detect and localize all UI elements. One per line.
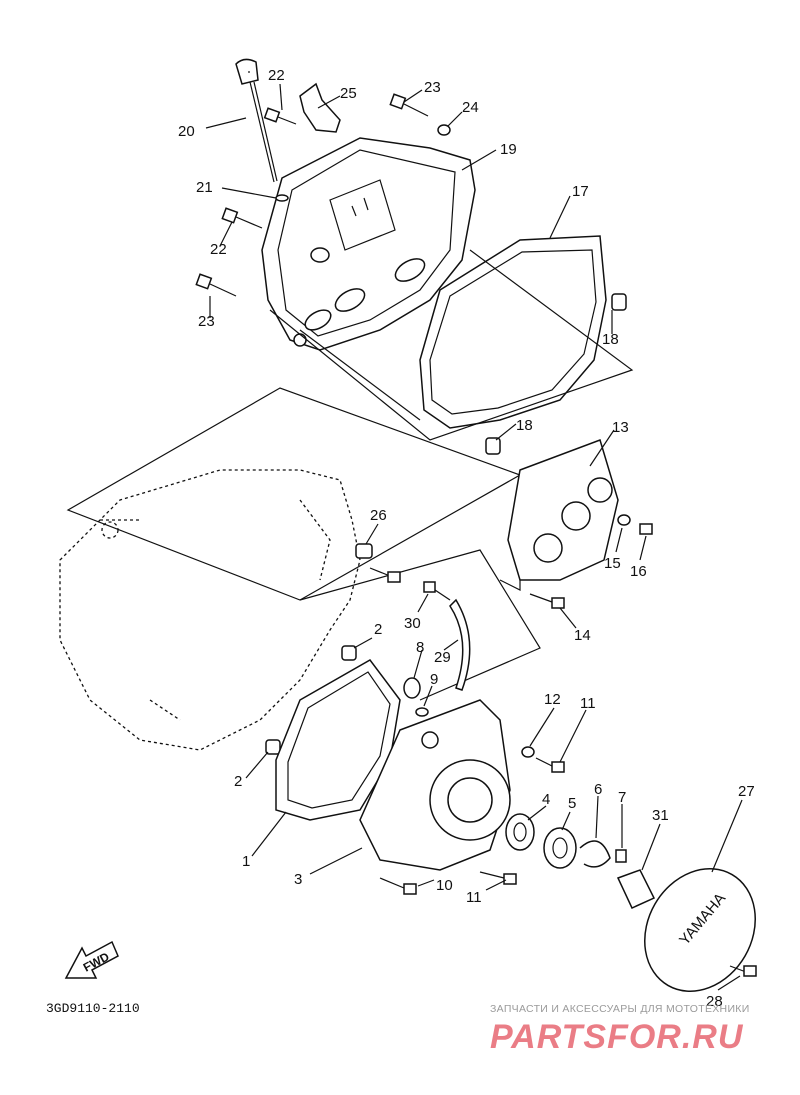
bolt-10 [379, 877, 417, 895]
clutch-cover-19 [261, 137, 476, 351]
callout-7: 7 [618, 789, 626, 806]
callout-11: 11 [580, 695, 596, 712]
bolt-11-upper [535, 757, 565, 773]
callout-3: 3 [294, 871, 302, 888]
watermark-tagline: ЗАПЧАСТИ И АКСЕССУАРЫ ДЛЯ МОТОТЕХНИКИ [490, 1003, 750, 1015]
callout-29: 29 [434, 649, 451, 666]
crankcase-cover-3 [359, 699, 511, 871]
dowel-18-lower [485, 437, 501, 455]
fwd-arrow-icon: FWD [64, 940, 119, 979]
gasket-17 [419, 235, 607, 429]
o-ring-9 [415, 707, 429, 717]
o-ring-21 [275, 194, 289, 202]
bolt-28 [729, 965, 757, 977]
callout-10: 10 [436, 877, 453, 894]
bearing-4 [505, 813, 535, 851]
callout-15: 15 [604, 555, 621, 572]
bolt-23-lower [195, 273, 237, 297]
diagram-code: 3GD9110-2110 [46, 1001, 140, 1016]
callout-19: 19 [500, 141, 517, 158]
callout-labels: 20 22 25 23 24 19 21 17 22 23 18 18 13 2… [178, 67, 755, 1010]
callout-24: 24 [462, 99, 479, 116]
callout-4: 4 [542, 791, 550, 808]
leader-lines [205, 83, 743, 991]
washer-12 [521, 746, 535, 758]
callout-20: 20 [178, 123, 195, 140]
callout-31: 31 [652, 807, 669, 824]
callout-9: 9 [430, 671, 438, 688]
callout-23: 23 [424, 79, 441, 96]
dowel-18-upper [611, 293, 627, 311]
sprocket-cover-13 [499, 439, 619, 591]
circlip-6 [579, 840, 611, 868]
collar-31 [616, 869, 656, 909]
callout-21: 21 [196, 179, 213, 196]
bolt-7 [615, 849, 627, 863]
washer-24 [437, 124, 451, 136]
bolt-16 [639, 523, 653, 535]
watermark-brand: PARTSFOR.RU [490, 1018, 744, 1056]
bolt-22-upper [263, 107, 297, 125]
callout-16: 16 [630, 563, 647, 580]
bolt-30 [423, 581, 451, 601]
callout-12: 12 [544, 691, 561, 708]
callout-2: 2 [374, 621, 382, 638]
callout-28: 28 [706, 993, 723, 1010]
oil-seal-5 [543, 827, 577, 869]
bolt-14 [529, 593, 565, 609]
cover-27: YAMAHA [644, 868, 756, 992]
callout-6: 6 [594, 781, 602, 798]
callout-26: 26 [370, 507, 387, 524]
callout-11: 11 [466, 889, 482, 906]
callout-18: 18 [602, 331, 619, 348]
callout-5: 5 [568, 795, 576, 812]
callout-23: 23 [198, 313, 215, 330]
callout-18: 18 [516, 417, 533, 434]
callout-27: 27 [738, 783, 755, 800]
dowel-2-upper [341, 645, 357, 661]
bolt-23-upper [389, 93, 429, 117]
bolt-22-lower [221, 207, 263, 229]
collar-26 [355, 543, 373, 559]
callout-13: 13 [612, 419, 629, 436]
callout-1: 1 [242, 853, 250, 870]
callout-2: 2 [234, 773, 242, 790]
dipstick-20 [235, 58, 278, 183]
callout-22: 22 [268, 67, 285, 84]
bolt-26 [369, 567, 401, 583]
washer-15 [617, 514, 631, 526]
bolt-11-lower [479, 871, 517, 885]
callout-30: 30 [404, 615, 421, 632]
callout-25: 25 [340, 85, 357, 102]
callout-8: 8 [416, 639, 424, 656]
bracket-25 [299, 82, 341, 133]
guide-29 [449, 598, 471, 691]
callout-17: 17 [572, 183, 589, 200]
plug-8 [403, 677, 421, 699]
callout-22: 22 [210, 241, 227, 258]
dowel-2-lower [265, 739, 281, 755]
gasket-1 [275, 659, 401, 821]
callout-14: 14 [574, 627, 591, 644]
